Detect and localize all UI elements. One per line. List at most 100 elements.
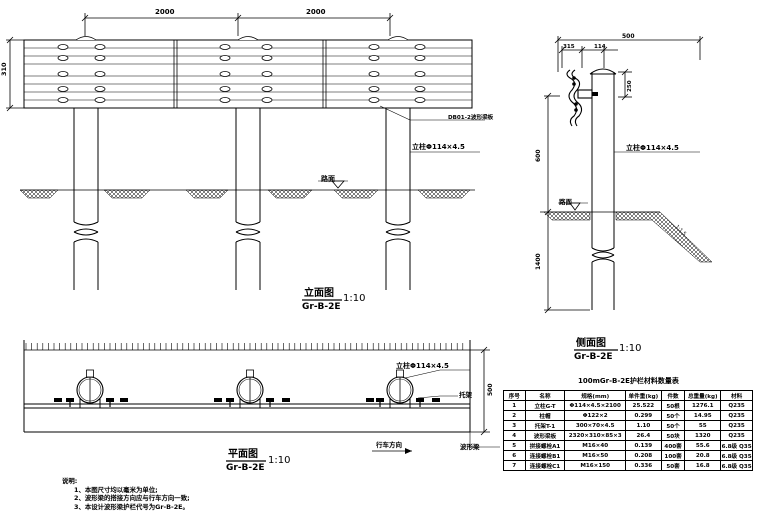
cell-material: Q235 (720, 410, 753, 421)
elevation-label-post: 立柱Φ114×4.5 (412, 143, 465, 151)
header-count: 件数 (660, 390, 686, 401)
plan-subtitle: Gr-B-2E (226, 463, 265, 473)
cell-count: 50个 (660, 410, 686, 421)
cell-material: Q235 (720, 430, 753, 441)
note-item-1: 1、本图尺寸均以毫米为单位; (74, 485, 158, 494)
cell-unit-weight: 25.522 (624, 400, 662, 411)
side-dim-315: 315 (563, 44, 575, 50)
cell-spec: Φ122×2 (564, 410, 626, 421)
cell-index: 1 (503, 400, 526, 411)
header-index: 序号 (503, 390, 526, 401)
cell-spec: M16×150 (564, 460, 626, 471)
side-view (540, 36, 713, 314)
cell-name: 拼接螺栓A1 (524, 440, 566, 451)
cell-name: 波形梁板 (524, 430, 566, 441)
cell-count: 100套 (660, 450, 686, 461)
plan-label-beam: 波形梁 (460, 443, 480, 451)
side-dim-1400: 1400 (535, 253, 542, 270)
plan-title: 平面图 (228, 449, 258, 460)
elevation-subtitle: Gr-B-2E (302, 302, 341, 312)
cell-name: 连接螺栓C1 (524, 460, 566, 471)
cell-name: 柱帽 (524, 410, 566, 421)
notes-heading: 说明: (62, 477, 78, 485)
cell-material: Q235 (720, 400, 753, 411)
plan-label-post: 立柱Φ114×4.5 (396, 362, 449, 370)
plan-direction: 行车方向 (376, 441, 402, 449)
table-row: 2 柱帽 Φ122×2 0.299 50个 14.95 Q235 (503, 410, 753, 421)
cell-index: 3 (503, 420, 526, 431)
cell-unit-weight: 0.336 (624, 460, 662, 471)
cell-unit-weight: 0.299 (624, 410, 662, 421)
side-title: 侧面图 (576, 338, 606, 349)
material-quantity-table: 序号 名称 规格(mm) 单件重(kg) 件数 总重量(kg) 材料 1 立柱G… (503, 390, 753, 471)
cell-index: 2 (503, 410, 526, 421)
cell-index: 5 (503, 440, 526, 451)
cell-spec: M16×50 (564, 450, 626, 461)
header-name: 名称 (524, 390, 566, 401)
cell-index: 7 (503, 460, 526, 471)
side-subtitle: Gr-B-2E (574, 352, 613, 362)
cell-total-weight: 1320 (684, 430, 722, 441)
cell-material: 6.8级 Q35 (720, 450, 753, 461)
note-item-2: 2、波形梁的搭接方向应与行车方向一致; (74, 494, 190, 503)
side-scale: 1:10 (619, 343, 642, 354)
cell-index: 4 (503, 430, 526, 441)
cell-unit-weight: 0.208 (624, 450, 662, 461)
cell-index: 6 (503, 450, 526, 461)
cell-material: 6.8级 Q35 (720, 460, 753, 471)
cell-unit-weight: 0.139 (624, 440, 662, 451)
side-label-road: 路面 (559, 198, 572, 206)
cell-spec: Φ114×4.5×2100 (564, 400, 626, 411)
table-row: 1 立柱G-T Φ114×4.5×2100 25.522 50根 1276.1 … (503, 400, 753, 411)
cell-total-weight: 20.8 (684, 450, 722, 461)
plan-scale: 1:10 (268, 455, 291, 466)
plan-view (23, 340, 500, 454)
elevation-scale: 1:10 (343, 293, 366, 304)
table-row: 5 拼接螺栓A1 M16×40 0.139 400套 55.6 6.8级 Q35 (503, 440, 753, 451)
side-label-post: 立柱Φ114×4.5 (626, 144, 679, 152)
elevation-dim-right: 2000 (306, 8, 326, 16)
table-row: 6 连接螺栓B1 M16×50 0.208 100套 20.8 6.8级 Q35 (503, 450, 753, 461)
table-row: 4 波形梁板 2320×310×85×3 26.4 50块 1320 Q235 (503, 430, 753, 441)
cell-material: Q235 (720, 420, 753, 431)
plan-label-bracket: 托架 (459, 391, 472, 399)
side-dim-600: 600 (535, 149, 542, 162)
elevation-label-beam: DB01-2波形梁板 (448, 115, 494, 121)
elevation-dim-height: 310 (0, 62, 8, 76)
table-row: 7 连接螺栓C1 M16×150 0.336 50套 16.8 6.8级 Q35 (503, 460, 753, 471)
header-spec: 规格(mm) (564, 390, 626, 401)
header-material: 材料 (720, 390, 753, 401)
cell-count: 50块 (660, 430, 686, 441)
cell-total-weight: 14.95 (684, 410, 722, 421)
cell-total-weight: 1276.1 (684, 400, 722, 411)
note-item-3: 3、本设计波形梁护栏代号为Gr-B-2E。 (74, 502, 189, 511)
cell-count: 400套 (660, 440, 686, 451)
side-dim-114: 114 (594, 44, 606, 50)
table-header-row: 序号 名称 规格(mm) 单件重(kg) 件数 总重量(kg) 材料 (503, 390, 753, 401)
elevation-title: 立面图 (304, 288, 334, 299)
elevation-dim-left: 2000 (155, 8, 175, 16)
cell-count: 50套 (660, 460, 686, 471)
cell-count: 50根 (660, 400, 686, 411)
title-underlines (226, 299, 618, 462)
header-unit-weight: 单件重(kg) (624, 390, 662, 401)
cell-spec: 2320×310×85×3 (564, 430, 626, 441)
cell-unit-weight: 26.4 (624, 430, 662, 441)
cell-name: 托架T-1 (524, 420, 566, 431)
cell-material: 6.8级 Q35 (720, 440, 753, 451)
table-caption: 100mGr-B-2E护栏材料数量表 (578, 377, 679, 385)
cell-total-weight: 16.8 (684, 460, 722, 471)
cell-spec: 300×70×4.5 (564, 420, 626, 431)
header-total-weight: 总重量(kg) (684, 390, 722, 401)
plan-dim-500: 500 (487, 383, 494, 396)
cell-unit-weight: 1.10 (624, 420, 662, 431)
cell-total-weight: 55.6 (684, 440, 722, 451)
cell-total-weight: 55 (684, 420, 722, 431)
tick-marks (25, 343, 464, 350)
side-dim-500: 500 (622, 33, 635, 40)
side-dim-250: 250 (627, 80, 633, 92)
table-row: 3 托架T-1 300×70×4.5 1.10 50个 55 Q235 (503, 420, 753, 431)
notes-block: 说明: 1、本图尺寸均以毫米为单位; 2、波形梁的搭接方向应与行车方向一致; 3… (62, 477, 190, 512)
cell-spec: M16×40 (564, 440, 626, 451)
